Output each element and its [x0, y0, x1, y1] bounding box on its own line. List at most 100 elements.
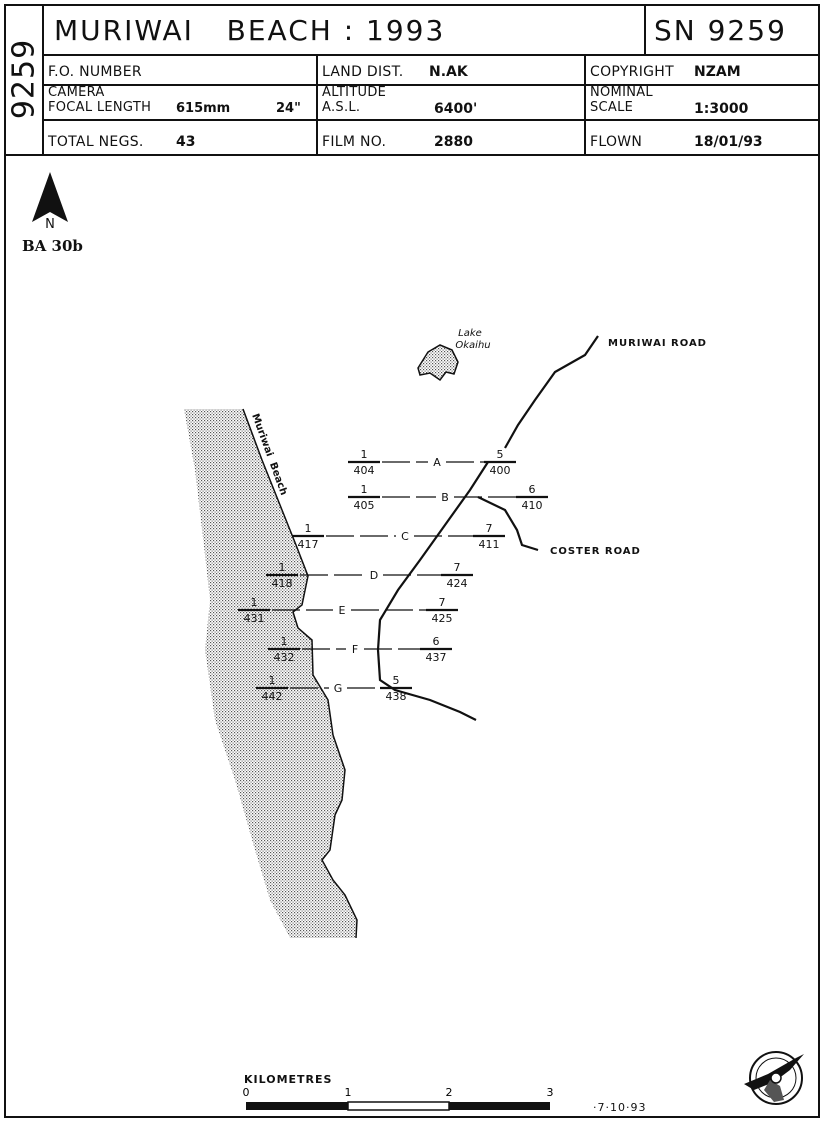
- run-start-number: 1: [305, 522, 312, 535]
- focal-length-label: FOCAL LENGTH: [48, 100, 152, 115]
- scale-seg-2: [347, 1101, 450, 1111]
- film-no-value: 2880: [434, 134, 473, 150]
- flight-run-d: D 1 418 7 424: [266, 561, 473, 590]
- flight-run-f: F 1 432 6 437: [268, 635, 452, 664]
- copyright-value: NZAM: [694, 64, 741, 80]
- col-divider-1: [316, 54, 318, 154]
- flown-label: FLOWN: [590, 134, 643, 150]
- run-end-number: 7: [439, 596, 446, 609]
- run-letter: E: [339, 604, 346, 617]
- run-end-number: 7: [486, 522, 493, 535]
- scale-bar-title: KILOMETRES: [244, 1073, 333, 1086]
- run-letter: G: [334, 682, 343, 695]
- run-letter: B: [441, 491, 449, 504]
- map-title: MURIWAI BEACH : 1993: [54, 14, 445, 47]
- total-negs-value: 43: [176, 134, 196, 150]
- nominal-label: NOMINAL: [590, 85, 653, 100]
- coastal-land: [184, 409, 357, 938]
- scale-tick-1: 1: [345, 1086, 352, 1099]
- run-start-number: 1: [281, 635, 288, 648]
- run-start-negative: 431: [244, 612, 265, 625]
- focal-length-in: 24": [276, 101, 301, 116]
- run-letter: A: [433, 456, 441, 469]
- flight-run-a: A 1 404 5 400: [348, 448, 516, 477]
- sn-strip: 9259: [4, 4, 44, 154]
- scale-tick-3: 3: [547, 1086, 554, 1099]
- lake-label-2: Okaihu: [455, 340, 490, 351]
- lake-label-1: Lake: [458, 328, 482, 339]
- run-end-negative: 437: [426, 651, 447, 664]
- run-end-negative: 411: [479, 538, 500, 551]
- run-end-negative: 410: [522, 499, 543, 512]
- scale-tick-0: 0: [243, 1086, 250, 1099]
- scale-bar: 0 1 2 3: [243, 1086, 554, 1111]
- map-frame: [4, 4, 820, 1118]
- run-start-negative: 417: [298, 538, 319, 551]
- north-arrow-icon: N: [32, 172, 68, 232]
- run-letter: F: [352, 643, 358, 656]
- scale-tick-2: 2: [446, 1086, 453, 1099]
- coastline: [242, 408, 358, 939]
- coster-road: [477, 496, 539, 552]
- header-rule-1: [44, 54, 818, 56]
- run-start-number: 1: [361, 483, 368, 496]
- run-letter: D: [370, 569, 378, 582]
- altitude-value: 6400': [434, 101, 478, 117]
- flight-runs: A14045400B14056410C14177411D14187424E143…: [238, 448, 548, 703]
- land-dist-label: LAND DIST.: [322, 64, 404, 80]
- copyright-label: COPYRIGHT: [590, 64, 674, 80]
- fo-number-label: F.O. NUMBER: [48, 64, 142, 80]
- run-end-negative: 424: [447, 577, 468, 590]
- run-end-number: 5: [497, 448, 504, 461]
- land-dist-value: N.AK: [429, 64, 468, 80]
- date-mark: ·7·10·93: [593, 1101, 647, 1114]
- north-reference: BA 30b: [22, 237, 83, 255]
- coster-road-label: COSTER ROAD: [550, 546, 641, 557]
- muriwai-road: [504, 335, 599, 449]
- total-negs-label: TOTAL NEGS.: [48, 134, 144, 150]
- flight-run-b: B 1 405 6 410: [348, 483, 548, 512]
- run-start-negative: 432: [274, 651, 295, 664]
- run-start-number: 1: [279, 561, 286, 574]
- flown-value: 18/01/93: [694, 134, 763, 150]
- run-letter: C: [401, 530, 409, 543]
- title-separator: :: [332, 14, 367, 47]
- flight-run-g: G 1 442 5 438: [256, 674, 412, 703]
- inland-road: [376, 461, 489, 721]
- run-start-number: 1: [361, 448, 368, 461]
- run-start-negative: 404: [354, 464, 375, 477]
- asl-label: A.S.L.: [322, 100, 361, 115]
- sn-box: SN 9259: [654, 14, 787, 47]
- run-end-negative: 425: [432, 612, 453, 625]
- col-divider-2: [584, 54, 586, 154]
- run-start-negative: 442: [262, 690, 283, 703]
- muriwai-road-label: MURIWAI ROAD: [608, 338, 707, 349]
- run-start-negative: 418: [272, 577, 293, 590]
- run-end-number: 5: [393, 674, 400, 687]
- title-place: MURIWAI BEACH: [54, 14, 333, 47]
- film-no-label: FILM NO.: [322, 134, 387, 150]
- sn-divider: [644, 4, 646, 54]
- header-panel: 9259 MURIWAI BEACH : 1993 SN 9259 F.O. N…: [4, 4, 820, 156]
- scale-seg-3: [449, 1102, 550, 1110]
- nz-aerial-mapping-logo: [744, 1051, 804, 1105]
- north-letter: N: [45, 217, 55, 232]
- run-end-number: 7: [454, 561, 461, 574]
- camera-label: CAMERA: [48, 85, 105, 100]
- focal-length-mm: 615mm: [176, 101, 231, 116]
- run-end-number: 6: [529, 483, 536, 496]
- run-start-negative: 405: [354, 499, 375, 512]
- scale-value: 1:3000: [694, 101, 749, 117]
- flight-run-c: C 1 417 7 411: [292, 522, 505, 551]
- header-rule-3: [44, 119, 818, 121]
- run-end-number: 6: [433, 635, 440, 648]
- lake-okaihu: [417, 344, 459, 382]
- run-start-number: 1: [251, 596, 258, 609]
- scale-label: SCALE: [590, 100, 634, 115]
- run-end-negative: 400: [490, 464, 511, 477]
- run-end-negative: 438: [386, 690, 407, 703]
- altitude-label: ALTITUDE: [322, 85, 387, 100]
- run-start-number: 1: [269, 674, 276, 687]
- header-rule-2: [44, 84, 818, 86]
- title-year: 1993: [366, 14, 446, 47]
